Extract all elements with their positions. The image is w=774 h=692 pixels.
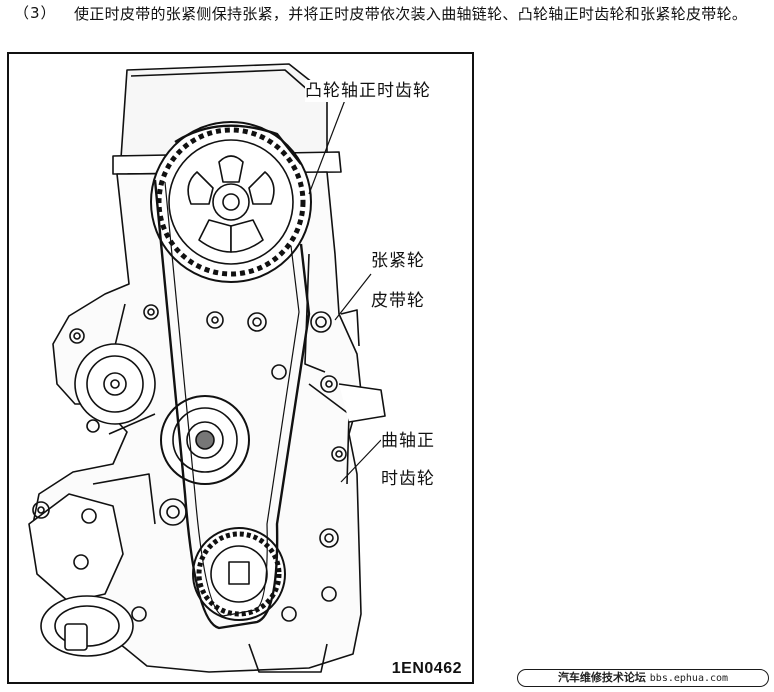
step-instruction: 使正时皮带的张紧侧保持张紧，并将正时皮带依次装入曲轴链轮、凸轮轴正时齿轮和张紧轮… xyxy=(74,5,748,23)
figure-id: 1EN0462 xyxy=(391,660,462,677)
callout-camshaft-gear: 凸轮轴正时齿轮 xyxy=(305,80,431,102)
callout-tensioner-line2: 皮带轮 xyxy=(371,290,425,312)
callout-crank-line2: 时齿轮 xyxy=(381,468,435,490)
site-watermark: 汽车维修技术论坛 bbs.ephua.com xyxy=(517,669,769,687)
watermark-name: 汽车维修技术论坛 xyxy=(557,671,646,684)
callout-tensioner-line1: 张紧轮 xyxy=(371,250,425,272)
watermark-url: bbs.ephua.com xyxy=(649,673,729,684)
step-number: （3） xyxy=(14,4,57,22)
engine-timing-belt-figure: 凸轮轴正时齿轮 张紧轮 皮带轮 曲轴正 时齿轮 1EN0462 xyxy=(7,52,474,684)
engine-drawing xyxy=(28,63,386,673)
callout-crank-line1: 曲轴正 xyxy=(381,430,435,452)
